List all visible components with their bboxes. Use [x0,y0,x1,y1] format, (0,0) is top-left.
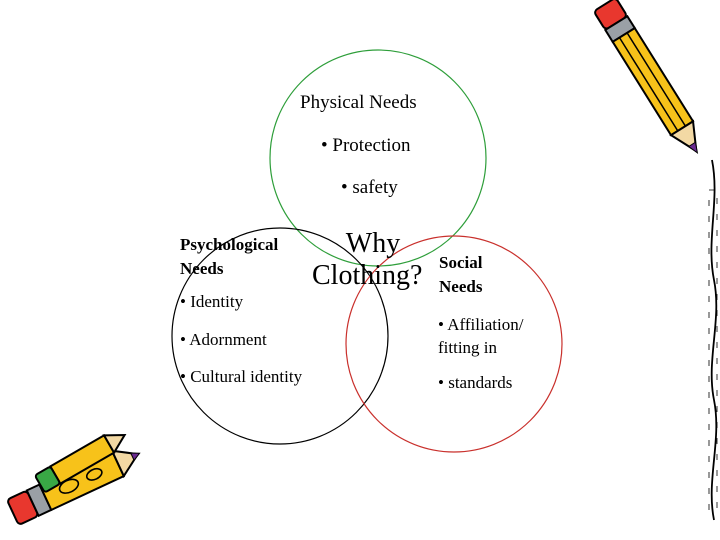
physical-item-protection: • Protection [321,135,411,156]
social-needs-title-line2: Needs [439,277,483,296]
social-item-standards: • standards [438,373,513,392]
physical-item-safety: • safety [341,177,398,198]
wavy-border-decoration [708,159,718,521]
psychological-needs-title-line2: Needs [180,259,224,278]
center-question-line2: Clothing? [312,260,423,291]
psychological-needs-title-line1: Psychological [180,235,279,254]
psychological-needs-circle [171,227,389,445]
center-question-line1: Why [345,228,401,259]
physical-needs-title: Physical Needs [300,92,417,113]
social-item-fitting-in: fitting in [438,338,498,357]
pencil-icon [594,0,699,154]
psychological-item-adornment: • Adornment [180,330,267,349]
social-item-affiliation: • Affiliation/ [438,315,524,334]
social-needs-title-line1: Social [439,253,483,272]
physical-needs-circle [269,49,487,267]
pencil-shadow-decoration [34,433,127,493]
psychological-item-identity: • Identity [180,292,244,311]
pencil-icon [7,449,141,525]
psychological-item-cultural-identity: • Cultural identity [180,367,303,386]
social-needs-circle [345,235,563,453]
